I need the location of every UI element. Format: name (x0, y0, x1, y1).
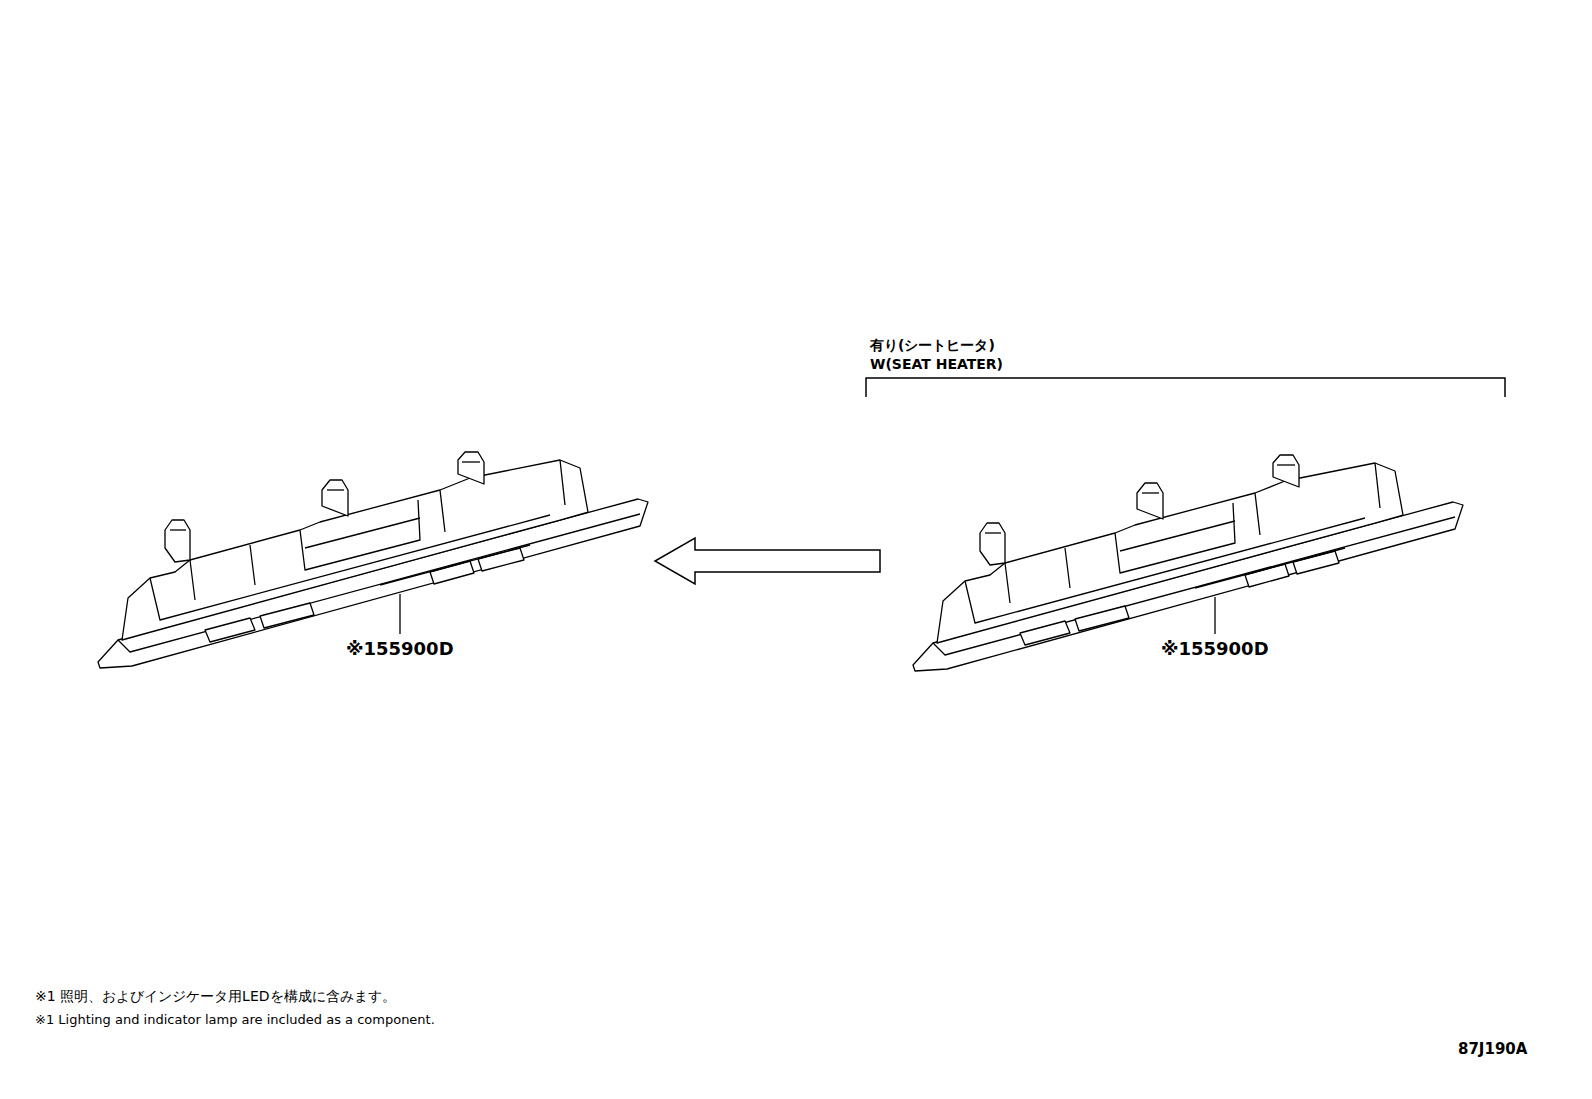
option-label: 有り(シートヒータ) (870, 338, 995, 353)
footnote: ※1 照明、およびインジケータ用LEDを構成に含みます。 (35, 989, 396, 1004)
hollow-arrow (655, 538, 880, 584)
footnote: ※1 Lighting and indicator lamp are inclu… (35, 1013, 435, 1027)
diagram-code: 87J190A (1458, 1041, 1527, 1058)
part-number: ※155900D (1161, 639, 1269, 659)
part-number: ※155900D (346, 639, 454, 659)
bracket (866, 378, 1505, 397)
leader-line (1214, 597, 1215, 634)
switch-assembly (98, 452, 648, 668)
switch-assembly (913, 455, 1463, 671)
leader-line (399, 594, 400, 634)
option-label: W(SEAT HEATER) (870, 357, 1003, 372)
